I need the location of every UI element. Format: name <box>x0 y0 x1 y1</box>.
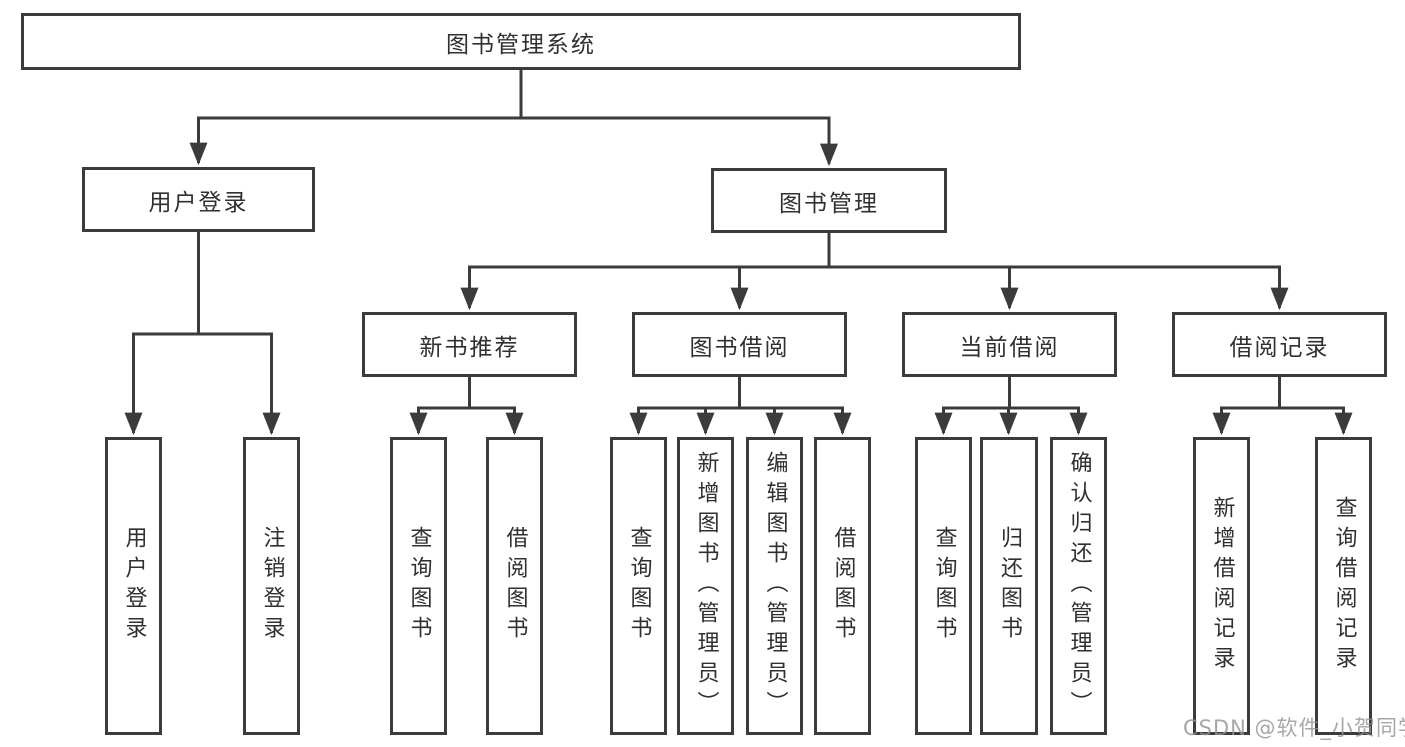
node-book-management: 图书管理 <box>711 168 947 233</box>
node-root-system: 图书管理系统 <box>21 13 1021 70</box>
leaf-query-borrow-record: 查询借阅记录 <box>1315 437 1372 735</box>
leaf-logout-label: 注销登录 <box>259 526 285 646</box>
leaf-confirm-return-admin-label: 确认归还（管理员） <box>1066 451 1092 721</box>
leaf-borrow-books: 借阅图书 <box>814 437 871 735</box>
leaf-add-book-admin-label: 新增图书（管理员） <box>693 451 719 721</box>
node-new-book-recommend: 新书推荐 <box>362 312 577 377</box>
leaf-confirm-return-admin: 确认归还（管理员） <box>1050 437 1107 735</box>
node-book-management-label: 图书管理 <box>779 190 879 217</box>
node-book-borrow: 图书借阅 <box>632 312 847 377</box>
node-user-login-label: 用户登录 <box>148 189 249 216</box>
leaf-query-books-current-label: 查询图书 <box>931 526 957 646</box>
node-borrow-records: 借阅记录 <box>1172 312 1387 377</box>
node-root-label: 图书管理系统 <box>446 31 596 58</box>
leaf-query-books-current: 查询图书 <box>915 437 972 735</box>
node-book-borrow-label: 图书借阅 <box>689 334 790 361</box>
node-borrow-records-label: 借阅记录 <box>1229 334 1330 361</box>
leaf-query-books-borrow: 查询图书 <box>610 437 667 735</box>
leaf-user-login-label: 用户登录 <box>121 526 147 646</box>
leaf-add-book-admin: 新增图书（管理员） <box>677 437 734 735</box>
leaf-edit-book-admin-label: 编辑图书（管理员） <box>762 451 788 721</box>
leaf-return-book: 归还图书 <box>980 437 1038 735</box>
leaf-add-borrow-record-label: 新增借阅记录 <box>1209 496 1235 676</box>
tree-edges <box>124 70 1353 436</box>
leaf-return-book-label: 归还图书 <box>997 526 1022 646</box>
leaf-borrow-books-recommend-label: 借阅图书 <box>502 526 528 646</box>
leaf-query-books-recommend-label: 查询图书 <box>406 526 432 646</box>
leaf-query-books-borrow-label: 查询图书 <box>626 526 652 646</box>
leaf-user-login: 用户登录 <box>105 437 162 735</box>
leaf-borrow-books-recommend: 借阅图书 <box>486 437 543 735</box>
leaf-query-books-recommend: 查询图书 <box>390 437 447 735</box>
leaf-add-borrow-record: 新增借阅记录 <box>1193 437 1250 735</box>
leaf-logout: 注销登录 <box>243 437 300 735</box>
node-current-borrow-label: 当前借阅 <box>959 334 1060 361</box>
node-current-borrow: 当前借阅 <box>902 312 1117 377</box>
node-new-book-recommend-label: 新书推荐 <box>419 334 520 361</box>
leaf-query-borrow-record-label: 查询借阅记录 <box>1331 496 1357 676</box>
csdn-watermark: CSDN @软件_小贺同学 <box>1183 716 1405 740</box>
node-user-login: 用户登录 <box>82 167 315 232</box>
leaf-borrow-books-label: 借阅图书 <box>830 526 856 646</box>
leaf-edit-book-admin: 编辑图书（管理员） <box>746 437 803 735</box>
